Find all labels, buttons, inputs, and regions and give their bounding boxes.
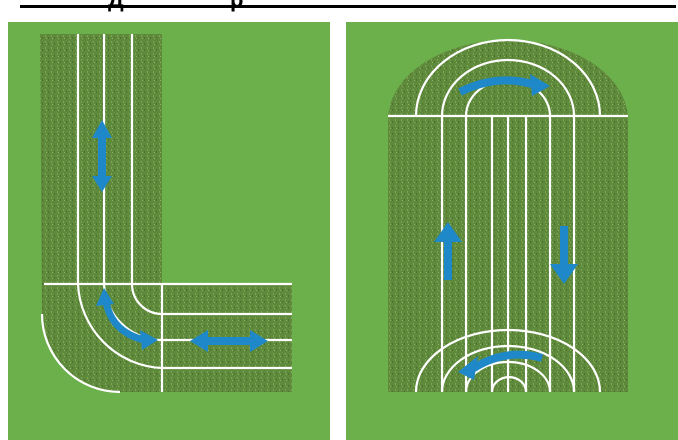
header-fragment-mid: р xyxy=(230,0,243,10)
l-shaped-field-diagram xyxy=(8,22,330,440)
oval-track-field-panel xyxy=(346,22,678,440)
oval-track-field-diagram xyxy=(346,22,678,440)
header-fragment-left: Д xyxy=(108,0,124,10)
l-shaped-field-panel xyxy=(8,22,330,440)
